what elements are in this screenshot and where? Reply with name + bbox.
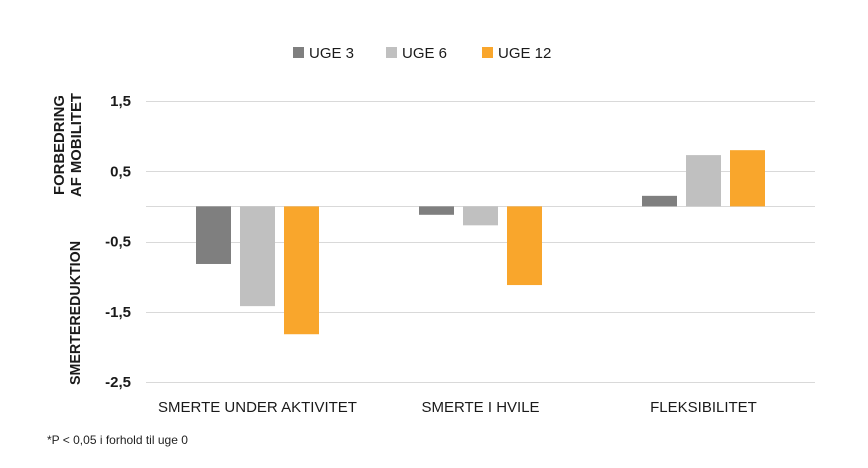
y-axis-label-positive: AF MOBILITET <box>68 93 85 197</box>
bars <box>196 150 765 335</box>
y-tick-label: -0,5 <box>105 234 131 251</box>
bar <box>284 206 319 335</box>
legend-swatch <box>482 47 493 58</box>
bar <box>463 206 498 226</box>
x-category-label: FLEKSIBILITET <box>650 399 757 416</box>
legend-swatch <box>293 47 304 58</box>
y-tick-labels: 1,5 0,5 -0,5 -1,5 -2,5 <box>105 93 131 391</box>
footnote: *P < 0,05 i forhold til uge 0 <box>47 433 188 447</box>
y-tick-label: -1,5 <box>105 304 131 321</box>
y-tick-label: -2,5 <box>105 374 131 391</box>
x-category-label: SMERTE UNDER AKTIVITET <box>158 399 357 416</box>
legend-label: UGE 6 <box>402 45 447 62</box>
y-axis-label-positive: FORBEDRING <box>51 95 68 195</box>
bar <box>240 206 275 307</box>
x-category-labels: SMERTE UNDER AKTIVITET SMERTE I HVILE FLEK… <box>158 399 757 416</box>
y-tick-label: 0,5 <box>110 163 131 180</box>
bar <box>196 206 231 264</box>
legend-swatch <box>386 47 397 58</box>
legend-label: UGE 12 <box>498 45 551 62</box>
legend: UGE 3 UGE 6 UGE 12 <box>293 45 551 62</box>
legend-label: UGE 3 <box>309 45 354 62</box>
bar <box>730 150 765 207</box>
x-category-label: SMERTE I HVILE <box>421 399 539 416</box>
bar <box>686 155 721 207</box>
bar <box>642 195 677 207</box>
y-axis-label-negative: SMERTEREDUKTION <box>67 241 84 385</box>
bar <box>419 206 454 215</box>
y-tick-label: 1,5 <box>110 93 131 110</box>
bar <box>507 206 542 286</box>
